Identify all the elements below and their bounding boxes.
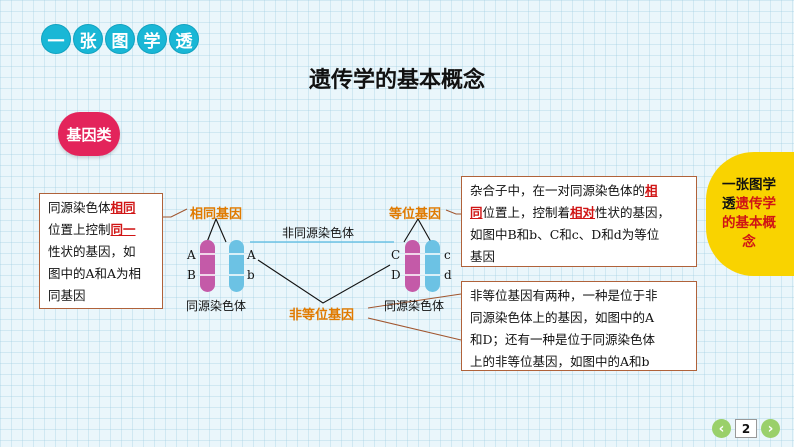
definition-line: 非等位基因有两种，一种是位于非 [470, 288, 658, 303]
gene-letter: c [444, 248, 451, 262]
side-summary-tab: 一张图学 透遗传学 的基本概 念 [706, 152, 794, 276]
gene-letter: A [187, 248, 196, 262]
side-line: 一张图学 [722, 176, 776, 195]
highlight-text: 相同 [110, 200, 136, 215]
definition-text: 杂合子中，在一对同源染色体的 [470, 183, 646, 198]
definition-line: 同源染色体上的基因，如图中的A [470, 310, 655, 325]
highlight-text: 相 [645, 183, 658, 198]
caption-homologous-left: 同源染色体 [186, 299, 247, 313]
gene-letter: D [391, 268, 401, 282]
side-text: 透 [722, 196, 736, 212]
branch-non-allele [257, 259, 391, 304]
chromosome-blue-right [425, 240, 440, 292]
gene-letter: A [247, 248, 256, 262]
connector-non-allele-top [367, 293, 462, 309]
side-line: 念 [742, 233, 756, 252]
side-text-highlight: 念 [742, 234, 756, 250]
caption-homologous-right: 同源染色体 [384, 299, 445, 313]
definition-line: 如图中B和b、C和c、D和d为等位 [470, 227, 660, 242]
branch-allele [403, 217, 432, 243]
label-allele: 等位基因 [389, 207, 442, 222]
side-text-highlight: 的基本概 [722, 215, 776, 231]
highlight-text: 同一 [110, 222, 136, 237]
section-badge: 一 张 图 学 透 [41, 24, 199, 54]
gene-letter: B [187, 268, 196, 282]
definition-line: 上的非等位基因，如图中的A和b [470, 354, 650, 369]
connector-non-allele-bottom [367, 317, 462, 341]
connector-allele [445, 209, 461, 215]
definition-line: 性状的基因，如 [48, 244, 136, 259]
page-number: 2 [735, 419, 757, 438]
next-page-button[interactable]: › [761, 419, 780, 438]
definition-line: 位置上控制同一 [48, 219, 154, 241]
badge-char: 透 [169, 24, 199, 54]
gene-letter: d [444, 268, 452, 282]
gene-letter: C [391, 248, 401, 262]
definition-line: 同基因 [48, 288, 86, 303]
badge-char: 学 [137, 24, 167, 54]
prev-page-button[interactable]: ‹ [712, 419, 731, 438]
page-title: 遗传学的基本概念 [308, 68, 485, 93]
branch-lines [206, 217, 432, 304]
definition-line: 同源染色体相同 [48, 197, 154, 219]
label-non-homologous: 非同源染色体 [282, 226, 355, 240]
non-allele-definition-box: 非等位基因有两种，一种是位于非 同源染色体上的基因，如图中的A 和D；还有一种是… [461, 281, 697, 371]
connector-left [163, 208, 188, 218]
category-badge: 基因类 [58, 112, 120, 156]
highlight-text: 相对 [570, 205, 596, 220]
gene-letter: b [247, 268, 255, 282]
definition-line: 同位置上，控制着相对性状的基因， [470, 202, 688, 224]
side-text: 一张图学 [722, 177, 776, 193]
allele-definition-box: 杂合子中，在一对同源染色体的相 同位置上，控制着相对性状的基因， 如图中B和b、… [461, 176, 697, 267]
page-navigation: ‹ 2 › [712, 419, 780, 438]
highlight-text: 同 [470, 205, 483, 220]
definition-line: 杂合子中，在一对同源染色体的相 [470, 180, 688, 202]
definition-line: 图中的A和A为相 [48, 266, 142, 281]
gene-bands [200, 253, 440, 276]
definition-line: 基因 [470, 249, 496, 264]
branch-same-gene [206, 217, 227, 243]
chromosome-pink-left [200, 240, 215, 292]
connector-lines [163, 208, 462, 341]
definition-text: 位置上，控制着 [482, 205, 571, 220]
definition-text: 性状的基因， [595, 205, 671, 220]
side-line: 透遗传学 [722, 195, 776, 214]
badge-char: 图 [105, 24, 135, 54]
label-same-gene: 相同基因 [190, 207, 243, 222]
definition-text: 同源染色体 [48, 200, 111, 215]
definition-line: 和D；还有一种是位于同源染色体 [470, 332, 656, 347]
chromosome-blue-left [229, 240, 244, 292]
label-non-allele: 非等位基因 [289, 308, 355, 323]
chromosome-pink-right [405, 240, 420, 292]
badge-char: 一 [41, 24, 71, 54]
side-line: 的基本概 [722, 214, 776, 233]
side-text-highlight: 遗传学 [735, 196, 777, 212]
badge-char: 张 [73, 24, 103, 54]
same-gene-definition-box: 同源染色体相同 位置上控制同一 性状的基因，如 图中的A和A为相 同基因 [39, 193, 163, 309]
definition-text: 位置上控制 [48, 222, 111, 237]
